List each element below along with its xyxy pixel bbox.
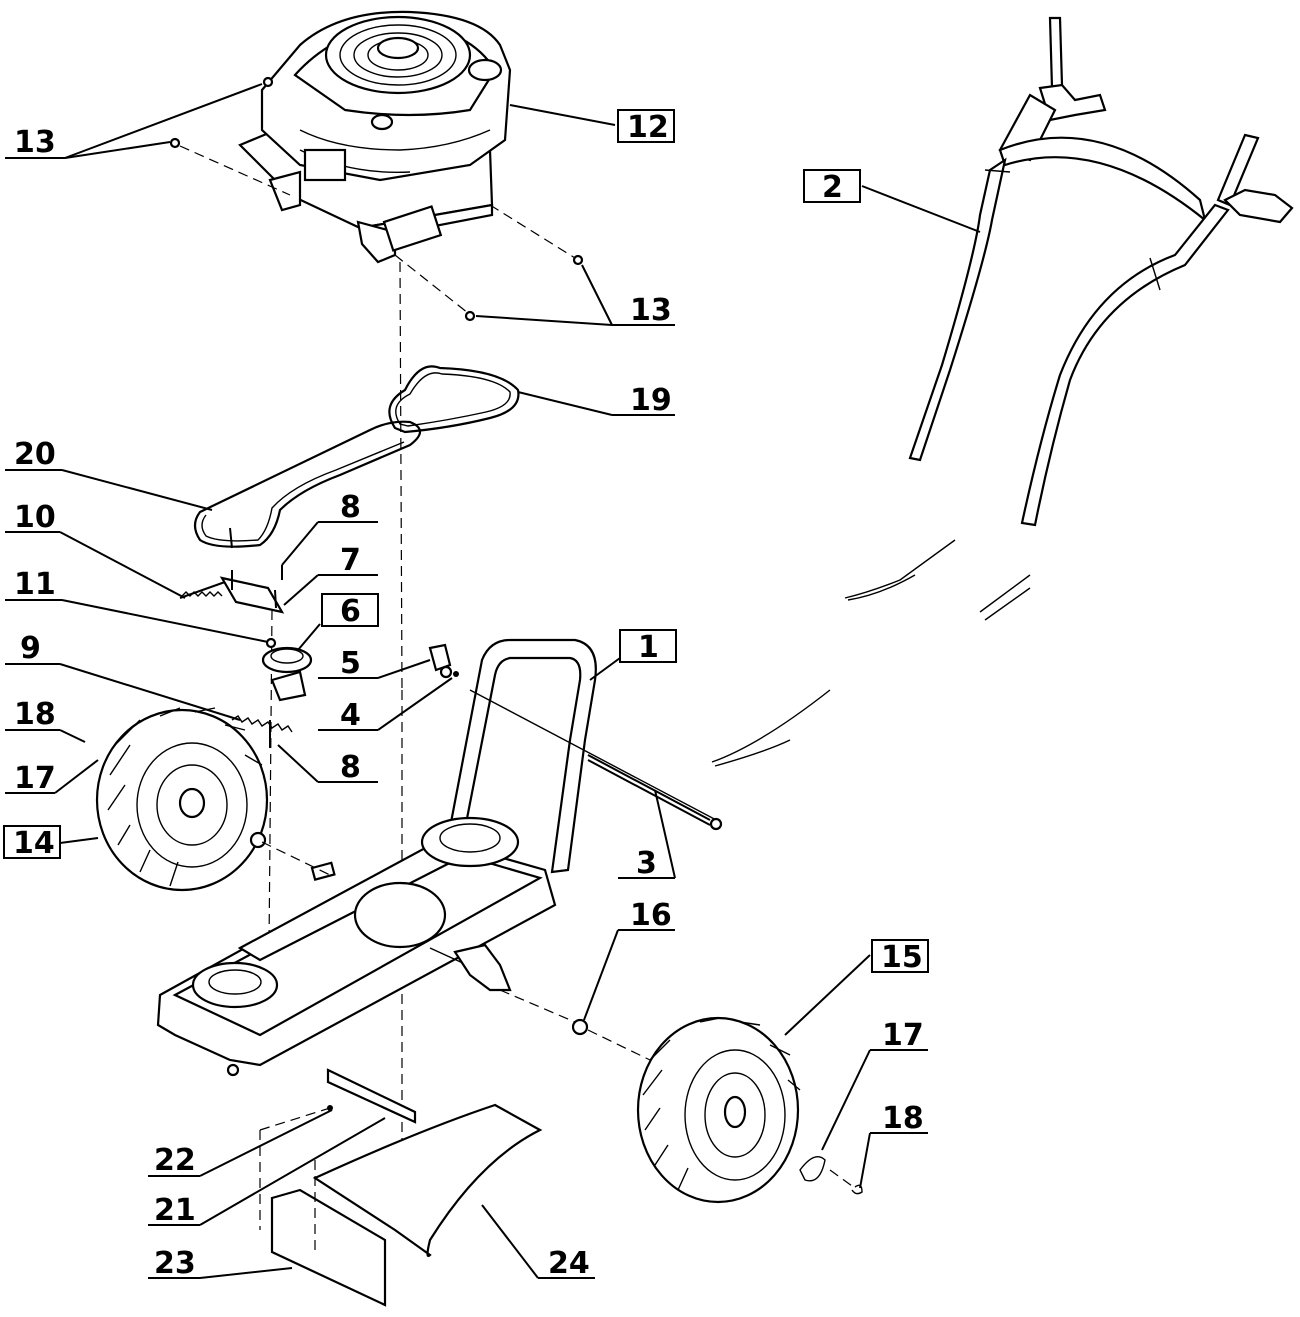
callout-24: 24	[548, 1246, 590, 1281]
callout-22: 22	[154, 1143, 196, 1178]
callout-5: 5	[340, 646, 361, 681]
callout-9: 9	[20, 631, 41, 666]
callout-15: 15	[881, 940, 923, 975]
callout-17: 17	[14, 761, 56, 796]
callout-18: 18	[882, 1101, 924, 1136]
callout-4: 4	[340, 698, 361, 733]
callout-10: 10	[14, 500, 56, 535]
callout-18: 18	[14, 697, 56, 732]
chassis	[156, 816, 557, 1077]
callout-15-box	[871, 939, 929, 973]
callout-23: 23	[154, 1246, 196, 1281]
callout-6-box	[321, 593, 379, 627]
callout-20: 20	[14, 437, 56, 472]
engine-assembly	[169, 10, 584, 322]
callout-14-box	[3, 825, 61, 859]
callout-12: 12	[627, 110, 669, 145]
callout-11: 11	[14, 567, 56, 602]
wheel-left	[95, 707, 331, 892]
covers	[259, 1068, 543, 1307]
centerline	[399, 261, 403, 691]
callout-labels: 13 12 13 2 19 20 10 8 7 11 6 5 1 9 4 18 …	[3, 109, 929, 1281]
handle-bar	[908, 16, 1294, 527]
callout-14: 14	[13, 826, 55, 861]
tensioner-parts	[179, 565, 459, 748]
frame-handle	[438, 638, 723, 882]
wheel-right	[499, 989, 863, 1204]
callout-21: 21	[154, 1193, 196, 1228]
callout-7: 7	[340, 543, 361, 578]
callout-1: 1	[638, 630, 659, 665]
callout-3: 3	[636, 846, 657, 881]
callout-13: 13	[14, 125, 56, 160]
callout-12-box	[617, 109, 675, 143]
belts	[193, 365, 520, 549]
callout-16: 16	[630, 898, 672, 933]
callout-1-box	[619, 629, 677, 663]
callout-8: 8	[340, 490, 361, 525]
leader-lines	[5, 83, 981, 1279]
callout-2-box	[803, 169, 861, 203]
callout-13: 13	[630, 293, 672, 328]
callout-17: 17	[882, 1018, 924, 1053]
callout-2: 2	[822, 170, 843, 205]
callout-19: 19	[630, 383, 672, 418]
callout-8: 8	[340, 750, 361, 785]
callout-6: 6	[340, 594, 361, 629]
control-cables	[711, 539, 1031, 767]
